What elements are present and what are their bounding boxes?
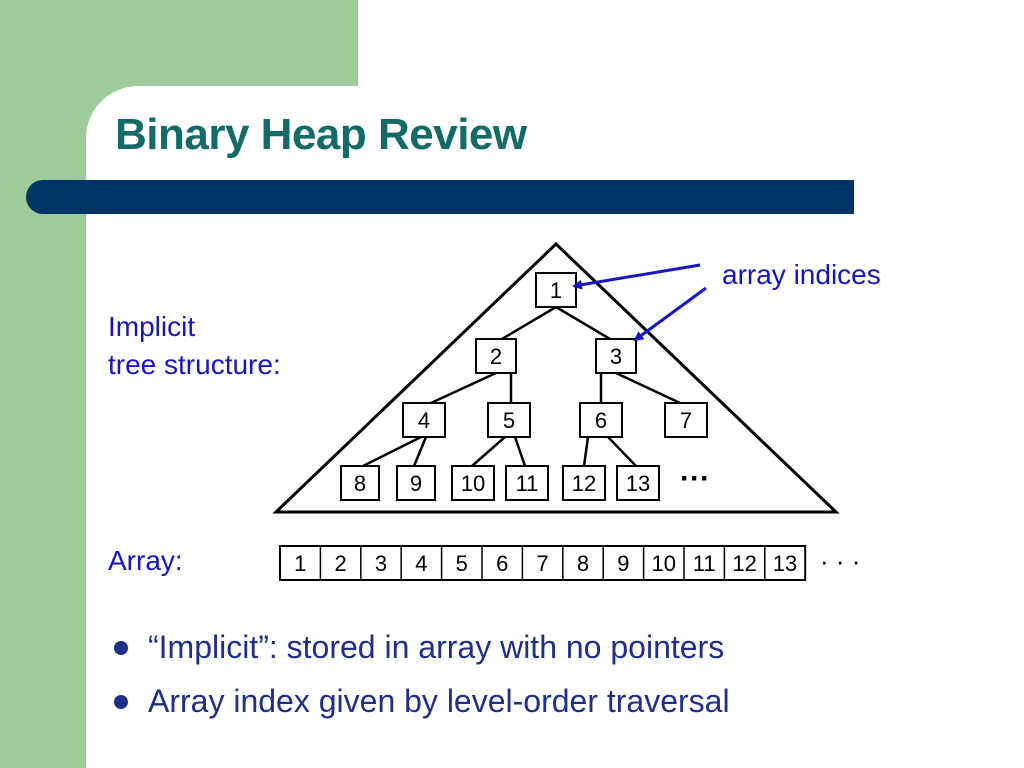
tree-node-box (475, 338, 517, 374)
bullet-item: “Implicit”: stored in array with no poin… (110, 620, 730, 674)
tree-node: 10 (451, 465, 495, 501)
array-cell: 5 (456, 551, 468, 576)
tree-edges (362, 305, 681, 468)
bullet-dot-icon (114, 695, 128, 709)
tree-ellipsis: ··· (680, 462, 710, 495)
array-cell: 7 (536, 551, 548, 576)
implicit-label-line2: tree structure: (108, 349, 281, 380)
tree-node-label: 13 (626, 471, 650, 496)
bullet-text: “Implicit”: stored in array with no poin… (148, 629, 725, 665)
tree-node: 5 (487, 402, 531, 438)
tree-edge (513, 436, 527, 467)
tree-node-label: 7 (680, 408, 692, 433)
tree-node: 2 (475, 338, 517, 374)
tree-node-box (396, 465, 436, 501)
tree-edge (501, 305, 557, 341)
array-cell: 8 (577, 551, 589, 576)
tree-node-box (664, 402, 708, 438)
tree-edge (607, 436, 637, 467)
bullet-list: “Implicit”: stored in array with no poin… (110, 620, 730, 728)
array-cell: 6 (496, 551, 508, 576)
tree-node-box (595, 338, 637, 374)
tree-edge (555, 305, 611, 341)
array-indices-label: array indices (722, 259, 881, 290)
array-cell: 1 (294, 551, 306, 576)
tree-node-label: 12 (572, 471, 596, 496)
tree-node-box (451, 465, 495, 501)
array-cell: 4 (415, 551, 427, 576)
array-cell: 3 (375, 551, 387, 576)
tree-node-box (616, 465, 660, 501)
tree-node: 11 (505, 465, 549, 501)
tree-node-box (562, 465, 606, 501)
title-underline-bar (26, 180, 854, 214)
tree-node-box (579, 402, 623, 438)
tree-edge (412, 436, 428, 467)
array-outline (279, 545, 807, 581)
tree-node-box (505, 465, 549, 501)
tree-node-box (487, 402, 531, 438)
array-cell: 11 (693, 551, 716, 576)
tree-node: 9 (396, 465, 436, 501)
implicit-tree-label: Implicit tree structure: (108, 308, 281, 384)
tree-node: 4 (402, 402, 446, 438)
tree-node: 8 (340, 465, 380, 501)
slide-title: Binary Heap Review (115, 110, 527, 159)
tree-node-label: 9 (410, 471, 422, 496)
array-cell: 10 (652, 551, 676, 576)
implicit-label-line1: Implicit (108, 311, 196, 342)
tree-edge (362, 435, 422, 468)
tree-node-label: 8 (354, 471, 366, 496)
array-label: Array: (108, 545, 183, 576)
tree-node: 12 (562, 465, 606, 501)
arrow-to-node-3 (633, 286, 707, 342)
tree-edge (615, 371, 681, 405)
bullet-item: Array index given by level-order travers… (110, 674, 730, 728)
array-ellipsis: · · · (820, 546, 860, 576)
array-cell: 12 (732, 551, 756, 576)
tree-node-label: 3 (610, 344, 622, 369)
tree-edge (430, 371, 497, 405)
tree-node: 3 (595, 338, 637, 374)
tree-node: 6 (579, 402, 623, 438)
bullet-text: Array index given by level-order travers… (148, 683, 730, 719)
tree-node: 1 (535, 272, 577, 308)
tree-node: 7 (664, 402, 708, 438)
tree-node-label: 6 (595, 408, 607, 433)
array-cell: 13 (773, 551, 797, 576)
tree-node: 13 (616, 465, 660, 501)
tree-node-label: 11 (516, 471, 539, 496)
tree-node-box (340, 465, 380, 501)
tree-node-label: 5 (503, 408, 515, 433)
tree-node-label: 4 (418, 408, 430, 433)
arrow-to-node-1 (572, 263, 701, 290)
tree-edge (471, 436, 506, 467)
array-cell: 2 (334, 551, 346, 576)
tree-node-box (535, 272, 577, 308)
tree-node-label: 2 (490, 344, 502, 369)
tree-outline-triangle (272, 241, 840, 514)
tree-node-label: 1 (550, 278, 562, 303)
array-cell: 9 (617, 551, 629, 576)
bullet-dot-icon (114, 641, 128, 655)
tree-edge (582, 436, 590, 467)
tree-node-label: 10 (461, 471, 485, 496)
tree-node-box (402, 402, 446, 438)
